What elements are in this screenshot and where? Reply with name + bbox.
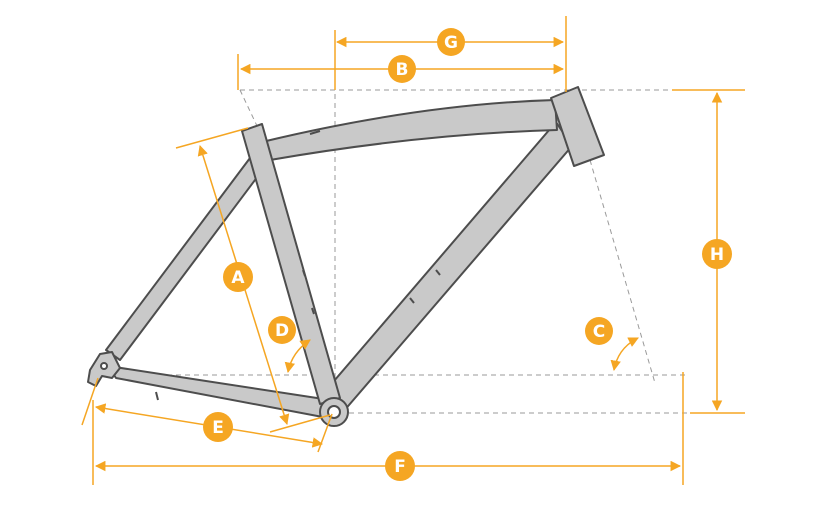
badge-b: B: [388, 55, 416, 83]
bottle-boss-4: [409, 297, 415, 304]
dropout-hole: [100, 362, 108, 370]
badge-f: F: [385, 451, 415, 481]
top-tube: [261, 99, 558, 161]
badge-label-c: C: [593, 322, 605, 342]
chain-stay: [107, 365, 331, 419]
head-tube-axis-guide: [589, 159, 656, 384]
reference-guides: [95, 40, 745, 414]
bike-frame: [87, 86, 605, 427]
badge-a: A: [223, 262, 253, 292]
tick-a-top: [175, 127, 249, 149]
tick-e-right: [317, 413, 333, 453]
top-left-slanted-guide: [239, 89, 259, 129]
badge-label-a: A: [231, 268, 245, 288]
badge-label-h: H: [710, 245, 724, 265]
bottle-boss-1: [302, 269, 306, 277]
head-tube: [550, 86, 605, 167]
tick-e-left: [81, 377, 99, 426]
bottom-bracket-center: [327, 405, 341, 419]
badge-h: H: [702, 239, 732, 269]
seat-stay: [105, 157, 265, 361]
badge-label-g: G: [444, 33, 458, 53]
badge-e: E: [203, 412, 233, 442]
angle-arc-c: [610, 337, 639, 372]
badge-label-f: F: [394, 457, 406, 477]
badge-d: D: [268, 316, 296, 344]
badge-label-b: B: [396, 60, 409, 80]
cable-stop: [309, 130, 321, 135]
tick-a-bottom: [269, 414, 331, 433]
bottle-boss-2: [311, 307, 315, 315]
down-tube: [321, 121, 573, 413]
badge-c: C: [585, 317, 613, 345]
badge-g: G: [437, 28, 465, 56]
badge-label-d: D: [275, 321, 289, 341]
badge-label-e: E: [212, 418, 224, 438]
angle-arc-d: [284, 339, 311, 374]
brake-bridge-tab: [155, 391, 159, 401]
bottle-boss-3: [435, 269, 441, 276]
